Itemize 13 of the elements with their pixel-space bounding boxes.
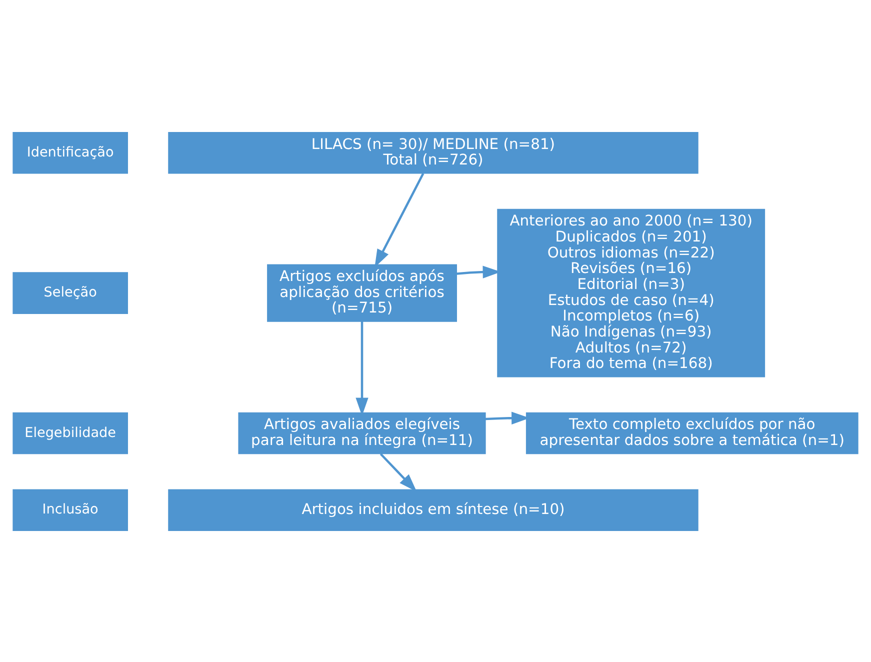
node-box: LILACS (n= 30)/ MEDLINE (n=81) Total (n=726) (168, 131, 698, 174)
node-box: Identificação (12, 131, 128, 174)
node-box: Artigos excluídos após aplicação dos critérios (n=715) (267, 264, 457, 322)
arrow (356, 320, 368, 416)
arrow (380, 452, 417, 492)
node-box: Inclusão (12, 488, 128, 531)
arrow (374, 172, 424, 267)
node-box: Seleção (12, 272, 128, 314)
node-box: Artigos incluidos em síntese (n=10) (168, 488, 698, 531)
node-box: Artigos avaliados elegíveis para leitura na íntegra (n=11) (238, 412, 486, 454)
node-box: Texto completo excluídos por não apresentar dados sobre a temática (n=1) (526, 412, 858, 454)
node-box: Anteriores ao ano 2000 (n= 130) Duplicados (n= 201) Outros idiomas (n=22) Revisões (n=16) Editorial (n=3) Estudos de caso (n=4) Incompletos (n=6) Não Indígenas (n=93) Adultos (n=72) Fora do tema (n=168) (497, 208, 766, 377)
node-box: Elegebilidade (12, 412, 128, 454)
